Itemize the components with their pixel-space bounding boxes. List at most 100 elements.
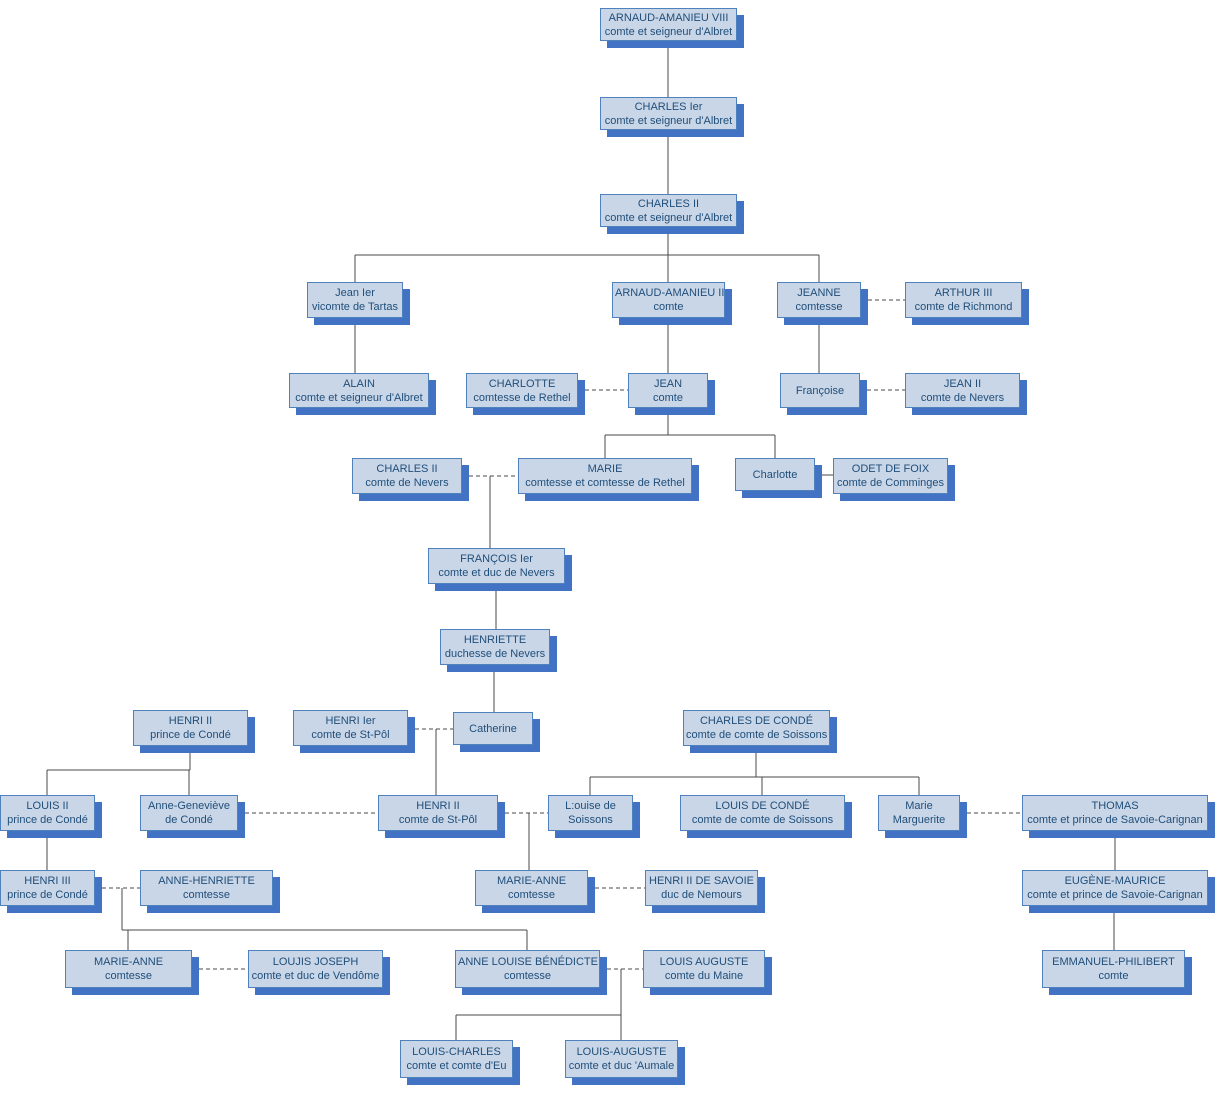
person-name: HENRI II <box>416 800 460 812</box>
person-title: comte et seigneur d'Albret <box>604 114 733 127</box>
person-title: comtesse <box>503 970 552 982</box>
person-name: Marie <box>905 800 933 812</box>
tree-node-marie[interactable]: MARIE comtesse et comtesse de Rethel <box>518 458 692 494</box>
person-name: MARIE-ANNE <box>496 875 567 887</box>
person-name: CHARLES Ier <box>634 100 703 113</box>
person-title: comte de Comminges <box>837 477 944 489</box>
person-title: comte de St-Pôl <box>311 729 390 741</box>
person-title: comtesse <box>182 889 231 901</box>
tree-node-louis-ii[interactable]: LOUIS II prince de Condé <box>0 795 95 831</box>
person-name: CHARLOTTE <box>488 377 556 390</box>
person-name: LOUIS AUGUSTE <box>659 956 749 968</box>
tree-node-henriette[interactable]: HENRIETTE duchesse de Nevers <box>440 629 550 665</box>
tree-node-louis-charles[interactable]: LOUIS-CHARLES comte et comte d'Eu <box>400 1040 513 1078</box>
person-name: LOUIS II <box>26 800 69 812</box>
person-name: LOUIS-AUGUSTE <box>576 1046 667 1058</box>
person-name: LOUIS-CHARLES <box>412 1046 501 1058</box>
person-name: ARNAUD-AMANIEU II <box>615 287 725 299</box>
person-title: comte <box>653 391 683 404</box>
person-title: prince de Condé <box>7 814 88 826</box>
person-title: comte <box>1098 970 1129 982</box>
person-title: comte de Richmond <box>914 301 1013 313</box>
person-name: HENRI III <box>24 875 71 887</box>
person-name: MARIE <box>587 463 623 475</box>
person-title: duchesse de Nevers <box>444 648 546 660</box>
person-title: prince de Condé <box>150 729 231 741</box>
person-name: JEAN II <box>943 377 982 390</box>
person-name: HENRIETTE <box>463 634 527 646</box>
person-name: Catherine <box>469 722 517 735</box>
person-title: comte et seigneur d'Albret <box>604 25 733 38</box>
tree-node-henri-ii-st-pol[interactable]: HENRI II comte de St-Pôl <box>378 795 498 831</box>
person-title: comte et comte d'Eu <box>406 1060 507 1072</box>
person-name: LOUJIS JOSEPH <box>272 956 359 968</box>
person-title: comte de Nevers <box>365 477 449 489</box>
person-title: comtesse et comtesse de Rethel <box>525 477 685 489</box>
tree-node-henri-ii-conde[interactable]: HENRI II prince de Condé <box>133 710 248 746</box>
person-name: JEAN <box>653 377 683 390</box>
person-name: CHARLES II <box>637 197 700 210</box>
person-title: comtesse <box>795 301 843 313</box>
person-title: comte de St-Pôl <box>398 814 478 826</box>
person-title: comte et seigneur d'Albret <box>295 391 423 404</box>
person-name: THOMAS <box>1091 800 1139 812</box>
tree-node-loujis-joseph[interactable]: LOUJIS JOSEPH comte et duc de Vendôme <box>248 950 383 988</box>
person-title: comte et duc 'Aumale <box>568 1060 675 1072</box>
person-title: Marguerite <box>892 814 946 826</box>
person-title: comte et duc de Nevers <box>438 567 555 579</box>
tree-node-francoise[interactable]: Françoise <box>780 373 860 408</box>
person-name: HENRI II DE SAVOIE <box>649 875 754 887</box>
person-name: EUGÈNE-MAURICE <box>1064 875 1166 887</box>
person-title: comte et prince de Savoie-Carignan <box>1027 889 1203 901</box>
person-title: comte et duc de Vendôme <box>251 970 380 982</box>
person-title: comte du Maine <box>664 970 744 982</box>
tree-node-louis-auguste-aumale[interactable]: LOUIS-AUGUSTE comte et duc 'Aumale <box>565 1040 678 1078</box>
person-name: MARIE-ANNE <box>93 956 164 968</box>
tree-node-marie-anne-comtesse[interactable]: MARIE-ANNE comtesse <box>475 870 588 906</box>
person-name: ARTHUR III <box>934 287 993 299</box>
tree-node-louis-de-conde[interactable]: LOUIS DE CONDÉ comte de comte de Soissons <box>680 795 845 831</box>
person-title: comtesse <box>507 889 556 901</box>
person-title: comtesse <box>104 970 153 982</box>
tree-node-charlotte[interactable]: Charlotte <box>735 458 815 491</box>
person-title: comtesse de Rethel <box>473 391 571 404</box>
person-name: HENRI II <box>168 715 213 727</box>
tree-node-louis-auguste-maine[interactable]: LOUIS AUGUSTE comte du Maine <box>643 950 765 988</box>
person-name: ALAIN <box>343 377 375 390</box>
tree-node-francois-ier[interactable]: FRANÇOIS Ier comte et duc de Nevers <box>428 548 565 584</box>
tree-node-eugene-maurice[interactable]: EUGÈNE-MAURICE comte et prince de Savoie-… <box>1022 870 1208 906</box>
tree-node-arthur-iii[interactable]: ARTHUR III comte de Richmond <box>905 282 1022 318</box>
person-name: Françoise <box>795 384 845 397</box>
tree-node-marie-anne-2[interactable]: MARIE-ANNE comtesse <box>65 950 192 988</box>
person-name: Anne-Geneviève <box>148 800 230 812</box>
person-title: comte de comte de Soissons <box>691 814 834 826</box>
tree-node-catherine[interactable]: Catherine <box>453 712 533 745</box>
person-name: FRANÇOIS Ier <box>460 553 533 565</box>
person-name: LOUIS DE CONDÉ <box>715 800 810 812</box>
